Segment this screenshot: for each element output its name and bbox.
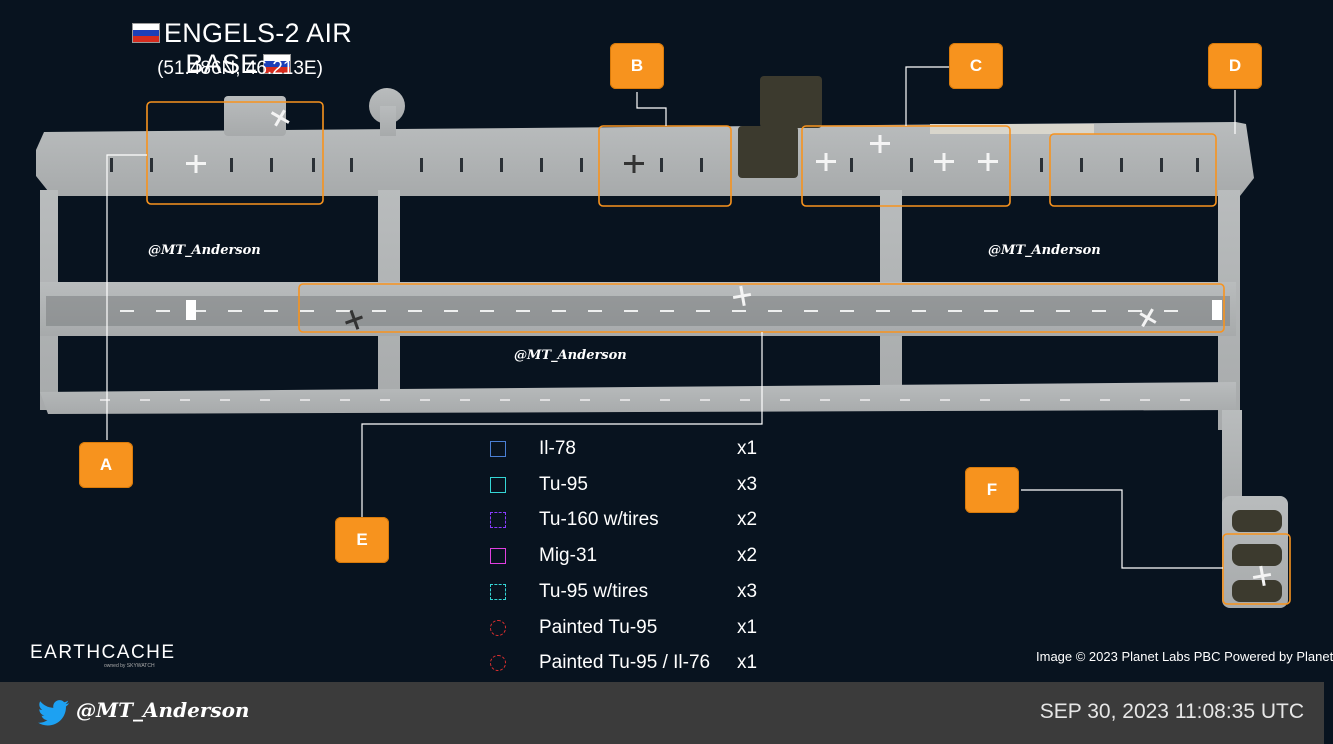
watermark: @MT_Anderson <box>148 243 261 258</box>
earthcache-logo-subtitle: owned by SKYWATCH <box>104 663 155 669</box>
satellite-map <box>36 66 1291 608</box>
aircraft-icon <box>186 155 206 173</box>
map-title: ENGELS-2 AIR BASE <box>110 18 370 80</box>
footer-bar: @MT_Anderson SEP 30, 2023 11:08:35 UTC <box>0 682 1324 744</box>
legend-count: x1 <box>737 652 758 673</box>
runway <box>46 296 1230 401</box>
russia-flag-icon <box>262 54 291 74</box>
legend-item: Painted Tu-95 x1 <box>490 615 790 643</box>
legend-swatch <box>490 655 506 671</box>
aircraft-icon <box>624 155 644 173</box>
capture-timestamp: SEP 30, 2023 11:08:35 UTC <box>1039 700 1304 723</box>
aircraft-icon <box>934 153 954 171</box>
legend-label: Il-78 <box>539 438 576 459</box>
legend-item: Painted Tu-95 / Il-76 x1 <box>490 650 790 678</box>
legend-label: Painted Tu-95 / Il-76 <box>539 652 711 673</box>
highlight-box-d <box>1049 133 1217 207</box>
legend-swatch <box>490 512 506 528</box>
legend-label: Painted Tu-95 <box>539 617 658 638</box>
image-credit: Image © 2023 Planet Labs PBC Powered by … <box>1036 649 1333 664</box>
legend-swatch <box>490 620 506 636</box>
legend-count: x3 <box>737 474 758 495</box>
watermark: @MT_Anderson <box>514 348 627 363</box>
map-coordinates: (51.486N, 46.213E) <box>157 58 323 79</box>
leader-lines <box>106 66 1236 569</box>
hangar-building <box>930 124 1094 134</box>
legend-label: Mig-31 <box>539 545 598 566</box>
aircraft-icon <box>1139 308 1157 328</box>
callout-a: A <box>79 442 133 488</box>
legend-item: Tu-160 w/tires x2 <box>490 507 790 535</box>
aircraft-icon <box>345 309 363 330</box>
legend-swatch <box>490 584 506 600</box>
earthcache-logo: EARTHCACHE <box>30 642 176 663</box>
aircraft-icon <box>978 153 998 171</box>
callout-d: D <box>1208 43 1262 89</box>
twitter-handle[interactable]: @MT_Anderson <box>76 698 250 722</box>
legend-item: Tu-95 x3 <box>490 472 790 500</box>
legend-item: Tu-95 w/tires x3 <box>490 579 790 607</box>
highlight-box-b <box>598 125 732 207</box>
aircraft-icon <box>732 285 752 307</box>
callout-c: C <box>949 43 1003 89</box>
terrain-patches <box>738 76 1282 602</box>
aircraft-icon <box>1252 565 1272 587</box>
legend-item: Mig-31 x2 <box>490 543 790 571</box>
aircraft-icon <box>270 109 290 127</box>
callout-e: E <box>335 517 389 563</box>
legend-count: x1 <box>737 617 758 638</box>
legend-count: x2 <box>737 545 758 566</box>
legend-count: x1 <box>737 438 758 459</box>
legend-label: Tu-160 w/tires <box>539 509 659 530</box>
legend-swatch <box>490 441 506 457</box>
legend-swatch <box>490 477 506 493</box>
highlight-box-f <box>1222 533 1291 605</box>
russia-flag-icon <box>131 23 160 43</box>
legend-count: x2 <box>737 509 758 530</box>
legend-count: x3 <box>737 581 758 602</box>
aircraft-icon <box>816 153 836 171</box>
parking-stands <box>110 158 1199 172</box>
twitter-bird-icon <box>38 700 70 726</box>
aircraft <box>186 109 1272 587</box>
legend-label: Tu-95 w/tires <box>539 581 649 602</box>
watermark: @MT_Anderson <box>988 243 1101 258</box>
highlight-box-a <box>146 101 324 205</box>
legend-label: Tu-95 <box>539 474 588 495</box>
callout-f: F <box>965 467 1019 513</box>
legend-item: Il-78 x1 <box>490 436 790 464</box>
aircraft-icon <box>870 135 890 153</box>
map-title-text: ENGELS-2 AIR BASE <box>163 18 353 79</box>
legend-swatch <box>490 548 506 564</box>
callout-b: B <box>610 43 664 89</box>
